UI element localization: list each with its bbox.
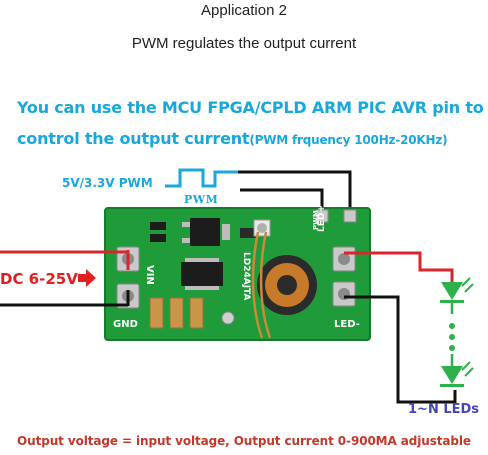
mosfet-leg-1 (182, 222, 190, 227)
mosfet-chip (190, 218, 220, 246)
ic-pin-row-top (185, 258, 219, 262)
footer-note: Output voltage = input voltage, Output c… (0, 434, 488, 448)
chip-silk-label: LD24AJTA (241, 252, 251, 300)
mosfet-leg-2 (182, 238, 190, 243)
gnd-silk-label: GND (113, 319, 138, 330)
pwm-wire-top (238, 172, 350, 212)
capacitor-3 (190, 298, 203, 328)
led-symbol-top (440, 278, 473, 314)
led-plus-pad-hole (338, 253, 350, 265)
smd-component-2 (150, 234, 166, 242)
led-minus-silk-label: LED- (334, 319, 360, 330)
pwm-waveform (165, 170, 238, 186)
pwm-input-label: 5V/3.3V PWM (62, 176, 153, 190)
capacitor-2 (170, 298, 183, 328)
inductor-core (277, 275, 297, 295)
smd-component-1 (150, 222, 166, 230)
leds-label: 1~N LEDs (408, 402, 479, 417)
input-arrow (78, 269, 96, 287)
led-chain-dot (449, 323, 455, 329)
led-chain-dot (449, 334, 455, 340)
led-symbol-bottom (440, 354, 473, 387)
pwm-pin-silk-label: PWM (312, 210, 320, 230)
led-chain-dot (449, 345, 455, 351)
board-via (222, 312, 234, 324)
ic-chip (181, 262, 223, 286)
pwm-gnd-pin-pad (344, 210, 356, 222)
dc-input-label: DC 6-25V (0, 270, 78, 288)
vin-silk-label: VIN (144, 265, 155, 285)
potentiometer-knob (257, 223, 267, 233)
mosfet-tab (222, 224, 230, 240)
capacitor-1 (150, 298, 163, 328)
ic-pin-row-bottom (185, 286, 219, 290)
pwm-waveform-label: PWM (184, 193, 218, 206)
